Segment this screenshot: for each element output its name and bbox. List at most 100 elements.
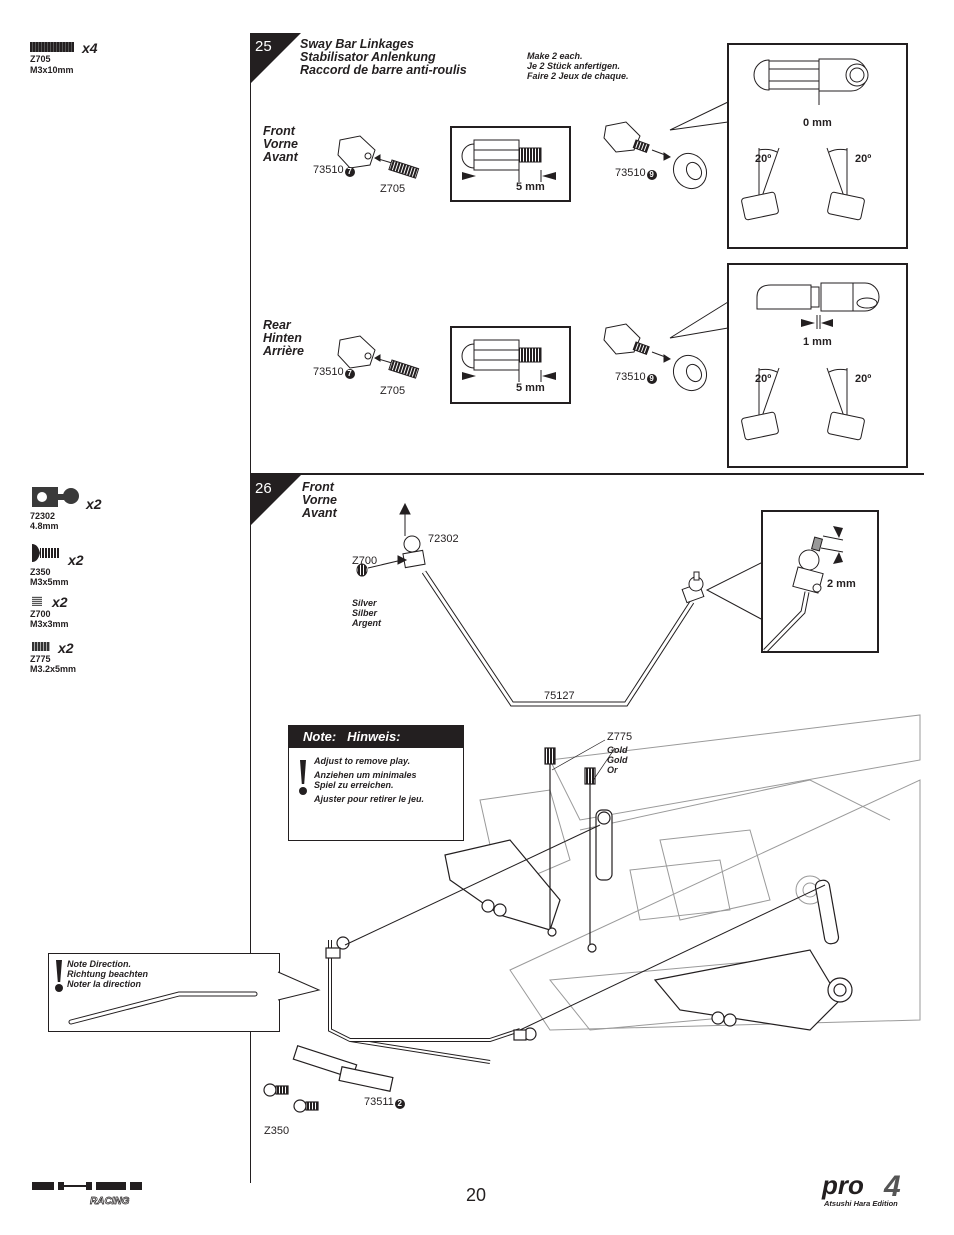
setscrew-label: Z700 <box>352 555 378 567</box>
setscrew-icon <box>32 596 42 606</box>
gold-screw-label: Z775 <box>607 731 633 743</box>
front-thread-detail-box: 5 mm <box>450 126 571 202</box>
step-26-label: Front Vorne Avant <box>302 481 337 520</box>
angle-left: 20º <box>755 153 772 165</box>
ball-part-label: 72302 <box>428 533 459 545</box>
rear-label: Rear Hinten Arrière <box>263 319 304 358</box>
rear-thread-detail-box: 5 mm <box>450 326 571 404</box>
label-de: Vorne <box>263 137 298 151</box>
color-en: Silver <box>352 598 377 608</box>
note-box: Note: Hinweis: Adjust to remove play. An… <box>288 725 464 841</box>
step-number: 26 <box>255 480 272 497</box>
setscrew-color: Silver Silber Argent <box>352 598 381 628</box>
part-qty: x2 <box>52 594 68 610</box>
gold-screw-color: Gold Gold Or <box>607 745 628 775</box>
front-callout-pointer <box>669 101 729 131</box>
make-note-de: Je 2 Stück anfertigen. <box>527 61 621 71</box>
part-size: 4.8mm <box>30 521 59 531</box>
make-note-en: Make 2 each. <box>527 51 583 61</box>
note-line: Ajuster pour retirer le jeu. <box>314 794 425 804</box>
step-26-badge: 26 <box>251 475 301 525</box>
ball-height-dimension: 2 mm <box>827 578 856 590</box>
part-index-badge: 2 <box>394 1099 405 1109</box>
swaybar-direction-illustration <box>68 991 258 1025</box>
part-qty: x2 <box>58 640 74 656</box>
direction-note-box: Note Direction. Richtung beachten Noter … <box>48 953 280 1032</box>
direction-callout-pointer <box>277 971 321 1001</box>
exclamation-dot <box>55 984 63 992</box>
svg-text:4: 4 <box>883 1170 901 1203</box>
gap-dimension: 1 mm <box>803 336 832 348</box>
rear-screw-label: Z705 <box>380 385 406 397</box>
part-index-badge: 9 <box>646 170 657 180</box>
exclamation-dot <box>299 787 307 795</box>
part-code: 73510 <box>615 167 646 179</box>
gap-angle-illustration <box>741 282 880 441</box>
svg-text:RACING: RACING <box>90 1196 130 1207</box>
label-de: Vorne <box>302 493 337 507</box>
svg-text:Atsushi Hara Edition: Atsushi Hara Edition <box>823 1199 898 1208</box>
front-gap-detail-box: 0 mm 20º 20º <box>727 43 908 249</box>
mount-screw-label: Z350 <box>264 1125 290 1137</box>
thread-length-illustration <box>461 139 556 182</box>
part-code: 73510 <box>615 371 646 383</box>
swaybar-callout-pointer <box>705 561 764 621</box>
part-code: Z775 <box>30 654 51 664</box>
label-fr: Avant <box>263 150 298 164</box>
color-fr: Or <box>607 765 618 775</box>
hpi-racing-logo: RACING <box>30 1178 145 1210</box>
note-header: Note: Hinweis: <box>289 726 463 748</box>
gap-dimension: 0 mm <box>803 117 832 129</box>
exclamation-icon <box>56 960 62 982</box>
part-code: 73510 <box>313 164 344 176</box>
front-label: Front Vorne Avant <box>263 125 298 164</box>
color-fr: Argent <box>352 618 381 628</box>
front-rod-end-illustration <box>337 135 420 179</box>
part-size: M3x3mm <box>30 619 69 629</box>
part-size: M3.2x5mm <box>30 664 77 674</box>
page-number: 20 <box>466 1185 487 1205</box>
rear-callout-pointer <box>669 301 729 339</box>
part-qty: x2 <box>68 552 84 568</box>
part-size: M3x5mm <box>30 577 69 587</box>
exclamation-icon <box>300 760 306 784</box>
part-code: Z700 <box>30 609 51 619</box>
hpi-logo-mark: RACING <box>32 1182 142 1207</box>
label-fr: Avant <box>302 506 337 520</box>
direction-note-text: Note Direction. Richtung beachten Noter … <box>67 959 148 989</box>
detail-dimension: 5 mm <box>516 382 545 394</box>
angle-right: 20º <box>855 153 872 165</box>
label-en: Rear <box>263 318 291 332</box>
note-line: Adjust to remove play. <box>314 756 411 766</box>
step-badge-triangle <box>251 33 301 83</box>
pro4-logo-mark: pro 4 Atsushi Hara Edition <box>821 1170 901 1208</box>
front-screw-label: Z705 <box>380 183 406 195</box>
part-code: 72302 <box>30 511 56 521</box>
gap-angle-illustration <box>741 58 869 221</box>
part-code: Z705 <box>30 54 51 64</box>
thread-length-illustration <box>461 339 556 382</box>
svg-text:pro: pro <box>821 1170 864 1200</box>
note-header-en: Note: <box>303 729 337 744</box>
note-text: Adjust to remove play. Anziehen um minim… <box>314 756 424 804</box>
pro4-logo: pro 4 Atsushi Hara Edition <box>820 1170 925 1210</box>
direction-note-de: Richtung beachten <box>67 969 149 979</box>
part-index-badge: 9 <box>646 374 657 384</box>
step-25-title: Sway Bar Linkages Stabilisator Anlenkung… <box>300 38 467 77</box>
label-fr: Arrière <box>263 344 304 358</box>
title-fr: Raccord de barre anti-roulis <box>300 63 467 77</box>
title-de: Stabilisator Anlenkung <box>300 50 436 64</box>
color-en: Gold <box>607 745 628 755</box>
note-line: Anziehen um minimales <box>314 770 417 780</box>
note-header-de: Hinweis: <box>347 729 401 744</box>
part-index-badge: 7 <box>344 369 355 379</box>
swaybar-label: 75127 <box>544 690 575 702</box>
note-line: Spiel zu erreichen. <box>314 780 394 790</box>
part-qty: x2 <box>86 496 102 512</box>
part-code: Z350 <box>30 567 51 577</box>
part-index-badge: 7 <box>344 167 355 177</box>
